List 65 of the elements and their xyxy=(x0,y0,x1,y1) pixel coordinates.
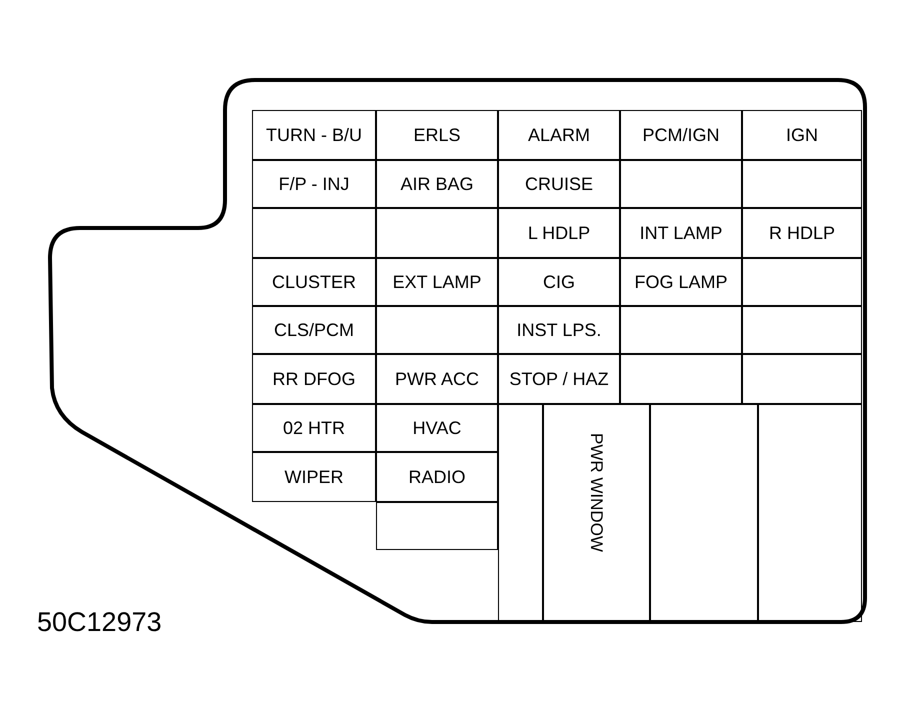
fuse-slot xyxy=(376,160,498,208)
fuse-label: L HDLP xyxy=(528,224,590,242)
fuse-slot xyxy=(498,404,543,622)
fuse-label: HVAC xyxy=(412,419,462,437)
fuse-slot xyxy=(620,306,742,354)
fuse-label: RADIO xyxy=(408,468,466,486)
fuse-slot xyxy=(252,404,376,452)
fuse-slot xyxy=(376,354,498,404)
fuse-slot xyxy=(620,208,742,258)
fuse-label: CLS/PCM xyxy=(274,321,354,339)
fuse-label: EXT LAMP xyxy=(392,273,482,291)
fuse-label: ERLS xyxy=(413,126,461,144)
fuse-slot xyxy=(376,258,498,306)
fuse-slot xyxy=(252,110,376,160)
fuse-slot xyxy=(498,160,620,208)
fuse-label: CRUISE xyxy=(524,175,593,193)
fuse-label: PWR WINDOW xyxy=(588,433,605,552)
fuse-slot xyxy=(498,354,620,404)
fuse-slot xyxy=(543,404,650,622)
figure-number: 50C12973 xyxy=(37,607,162,638)
fuse-slot xyxy=(498,110,620,160)
fuse-label: TURN - B/U xyxy=(266,126,362,144)
fuse-slot xyxy=(376,502,498,550)
fuse-label: STOP / HAZ xyxy=(509,370,609,388)
fuse-slot xyxy=(376,306,498,354)
fuse-slot xyxy=(252,208,376,258)
fuse-label: PWR ACC xyxy=(394,370,479,388)
fuse-slot xyxy=(620,258,742,306)
fuse-label: INST LPS. xyxy=(516,321,602,339)
fuse-slot xyxy=(742,306,862,354)
fuse-label: ALARM xyxy=(528,126,590,144)
fuse-slot xyxy=(376,208,498,258)
fuse-slot xyxy=(252,452,376,502)
fuse-slot xyxy=(742,208,862,258)
fuse-slot xyxy=(620,354,742,404)
fuse-label: R HDLP xyxy=(768,224,835,242)
fuse-slot xyxy=(498,258,620,306)
fuse-slot xyxy=(376,110,498,160)
fuse-label: WIPER xyxy=(284,468,344,486)
fuse-label: CLUSTER xyxy=(272,273,356,291)
fuse-slot xyxy=(252,258,376,306)
fuse-slot xyxy=(498,208,620,258)
fuse-slot xyxy=(758,404,862,622)
fuse-label: FOG LAMP xyxy=(634,273,728,291)
fuse-slot xyxy=(620,110,742,160)
fuse-label: CIG xyxy=(542,273,575,291)
fuse-slot xyxy=(742,160,862,208)
fuse-slot xyxy=(376,452,498,502)
fuse-label: RR DFOG xyxy=(272,370,356,388)
fuse-slot xyxy=(742,354,862,404)
fuse-slot xyxy=(376,404,498,452)
fuse-label: F/P - INJ xyxy=(278,175,350,193)
fuse-label: INT LAMP xyxy=(640,224,722,242)
fuse-slot xyxy=(252,160,376,208)
fuse-label: 02 HTR xyxy=(282,419,345,437)
fuse-label: IGN xyxy=(786,126,818,144)
fuse-slot xyxy=(252,306,376,354)
fuse-slot xyxy=(650,404,758,622)
fuse-label: AIR BAG xyxy=(400,175,474,193)
fuse-slot xyxy=(620,160,742,208)
fuse-slot xyxy=(742,258,862,306)
fuse-slot xyxy=(252,354,376,404)
fuse-label: PCM/IGN xyxy=(642,126,720,144)
fuse-slot xyxy=(498,306,620,354)
fuse-slot xyxy=(742,110,862,160)
